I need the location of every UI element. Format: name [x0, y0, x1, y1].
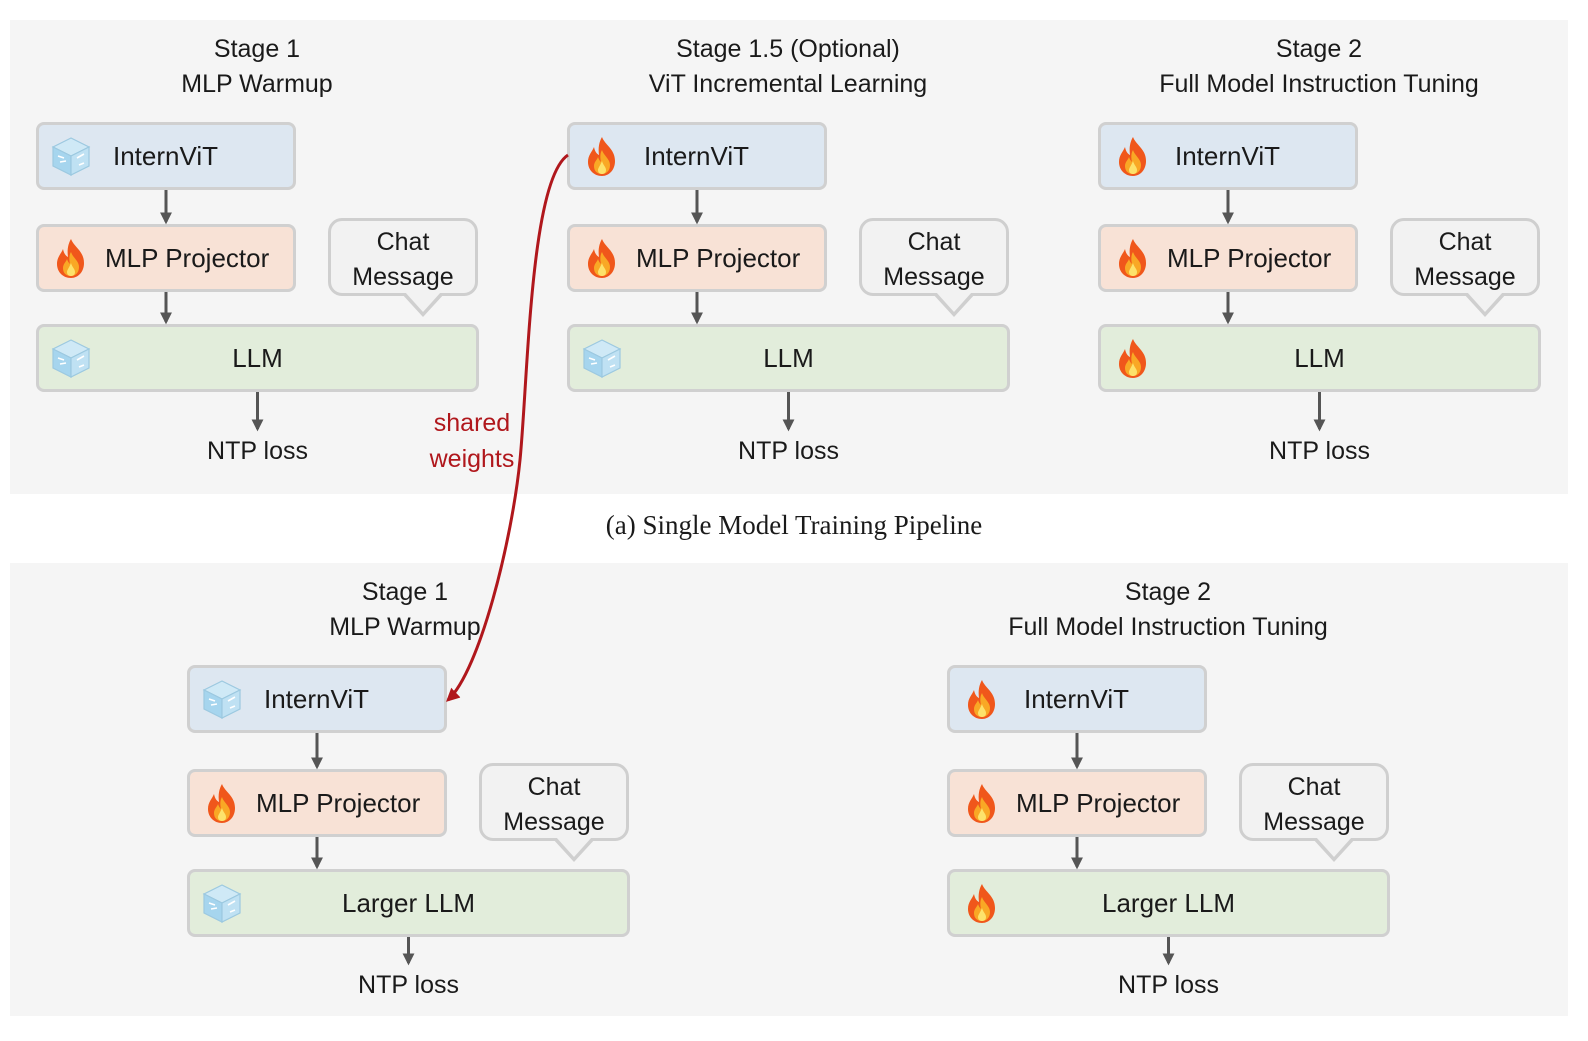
stage-title-line1: Stage 1	[361, 578, 449, 606]
vit-label: InternViT	[644, 140, 750, 171]
fire-icon	[200, 781, 244, 825]
mlp-box: MLP Projector	[947, 769, 1207, 837]
bubble-tail-fill	[936, 292, 972, 312]
ice-cube-icon	[49, 336, 93, 380]
stage-title-line2: Full Model Instruction Tuning	[1008, 613, 1328, 641]
stage-title: Stage 2 Full Model Instruction Tuning	[1008, 575, 1328, 645]
fire-icon	[960, 677, 1004, 721]
ntp-loss-label: NTP loss	[207, 437, 308, 465]
vit-box: InternViT	[1098, 122, 1358, 190]
mlp-label: MLP Projector	[1167, 242, 1332, 273]
llm-label: LLM	[1294, 342, 1345, 373]
mlp-label: MLP Projector	[1016, 787, 1181, 818]
fire-icon	[960, 781, 1004, 825]
stage-title-line2: Full Model Instruction Tuning	[1159, 70, 1479, 98]
llm-box: LLM	[1098, 324, 1541, 392]
ice-cube-icon	[200, 677, 244, 721]
llm-box: LLM	[567, 324, 1010, 392]
ice-cube-icon	[49, 134, 93, 178]
chat-line1: Chat	[1287, 773, 1341, 801]
chat-line2: Message	[503, 808, 605, 836]
vit-box: InternViT	[36, 122, 296, 190]
ntp-loss-label: NTP loss	[358, 971, 459, 999]
shared-weights-line2: weights	[429, 445, 515, 473]
chat-line1: Chat	[527, 773, 581, 801]
stage-title: Stage 2 Full Model Instruction Tuning	[1159, 32, 1479, 102]
ntp-loss-label: NTP loss	[738, 437, 839, 465]
stage-title-line2: MLP Warmup	[181, 70, 333, 98]
stage-title-line1: Stage 2	[1275, 35, 1363, 63]
llm-box: LLM	[36, 324, 479, 392]
fire-icon	[580, 134, 624, 178]
stage-title: Stage 1.5 (Optional) ViT Incremental Lear…	[649, 32, 927, 102]
stage-title-line2: ViT Incremental Learning	[648, 70, 928, 98]
bubble-tail-fill	[1467, 292, 1503, 312]
shared-weights-label: shared weights	[430, 405, 515, 477]
vit-label: InternViT	[1175, 140, 1281, 171]
vit-box: InternViT	[567, 122, 827, 190]
stage-title: Stage 1 MLP Warmup	[181, 32, 332, 102]
vit-label: InternViT	[113, 140, 219, 171]
mlp-box: MLP Projector	[567, 224, 827, 292]
stage-title-line1: Stage 1	[213, 35, 301, 63]
bubble-tail-fill	[405, 292, 441, 312]
stage-title-line1: Stage 1.5 (Optional)	[676, 35, 900, 63]
chat-line2: Message	[1414, 263, 1516, 291]
mlp-box: MLP Projector	[36, 224, 296, 292]
shared-weights-line1: shared	[433, 409, 511, 437]
chat-line2: Message	[883, 263, 985, 291]
llm-box: Larger LLM	[947, 869, 1390, 937]
mlp-label: MLP Projector	[105, 242, 270, 273]
fire-icon	[49, 236, 93, 280]
shared-weights-arrow	[446, 153, 569, 702]
mlp-label: MLP Projector	[256, 787, 421, 818]
mlp-box: MLP Projector	[1098, 224, 1358, 292]
chat-line2: Message	[352, 263, 454, 291]
bubble-tail-fill	[1316, 837, 1352, 857]
fire-icon	[1111, 134, 1155, 178]
chat-line1: Chat	[907, 228, 961, 256]
ntp-loss-label: NTP loss	[1269, 437, 1370, 465]
ntp-loss-label: NTP loss	[1118, 971, 1219, 999]
llm-label: LLM	[763, 342, 814, 373]
chat-line1: Chat	[1438, 228, 1492, 256]
stage-title-line1: Stage 2	[1124, 578, 1212, 606]
stage-title-line2: MLP Warmup	[329, 613, 481, 641]
caption: (a) Single Model Training Pipeline	[605, 510, 983, 540]
chat-line2: Message	[1263, 808, 1365, 836]
fire-icon	[580, 236, 624, 280]
fire-icon	[960, 881, 1004, 925]
vit-label: InternViT	[1024, 683, 1130, 714]
mlp-label: MLP Projector	[636, 242, 801, 273]
ice-cube-icon	[580, 336, 624, 380]
fire-icon	[1111, 336, 1155, 380]
fire-icon	[1111, 236, 1155, 280]
chat-line1: Chat	[376, 228, 430, 256]
vit-box: InternViT	[187, 665, 447, 733]
llm-label: Larger LLM	[1102, 887, 1235, 918]
vit-box: InternViT	[947, 665, 1207, 733]
vit-label: InternViT	[264, 683, 370, 714]
stage-title: Stage 1 MLP Warmup	[329, 575, 480, 645]
llm-box: Larger LLM	[187, 869, 630, 937]
ice-cube-icon	[200, 881, 244, 925]
mlp-box: MLP Projector	[187, 769, 447, 837]
llm-label: LLM	[232, 342, 283, 373]
llm-label: Larger LLM	[342, 887, 475, 918]
bubble-tail-fill	[556, 837, 592, 857]
